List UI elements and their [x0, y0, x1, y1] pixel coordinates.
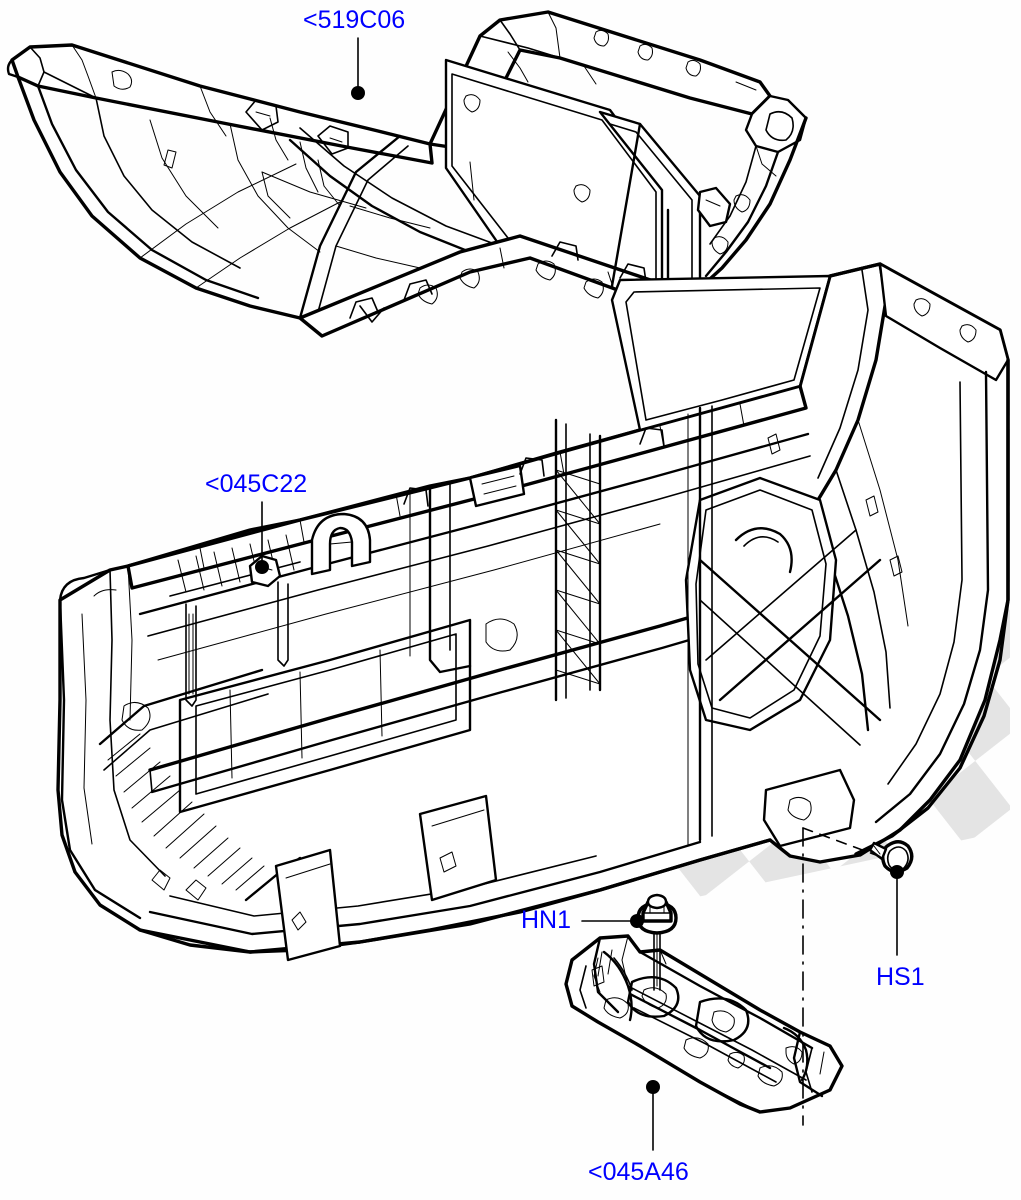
part-hex-flange-nut[interactable] — [636, 893, 678, 935]
leader-dot-519C06 — [351, 86, 365, 100]
part-shoulder-screw[interactable] — [868, 840, 914, 874]
callout-HS1[interactable]: HS1 — [876, 963, 925, 991]
callout-519C06[interactable]: <519C06 — [303, 6, 406, 34]
console-ladder-rungs — [555, 469, 601, 685]
part-console-body[interactable] — [56, 262, 1010, 962]
leader-dot-HN1 — [630, 914, 644, 928]
console-vent-fins — [107, 733, 265, 891]
leader-dot-045C22 — [255, 560, 269, 574]
leader-dot-HS1 — [890, 865, 904, 879]
callout-HN1[interactable]: HN1 — [521, 906, 572, 934]
callout-leaders — [255, 37, 904, 1151]
leader-dot-045A46 — [646, 1080, 660, 1094]
part-console-mounting-bracket[interactable] — [564, 925, 844, 1114]
callout-045C22[interactable]: <045C22 — [205, 470, 308, 498]
callout-045A46[interactable]: <045A46 — [588, 1158, 689, 1186]
assembly-guide-lines — [656, 827, 885, 1126]
part-upper-console-frame[interactable] — [6, 10, 808, 338]
